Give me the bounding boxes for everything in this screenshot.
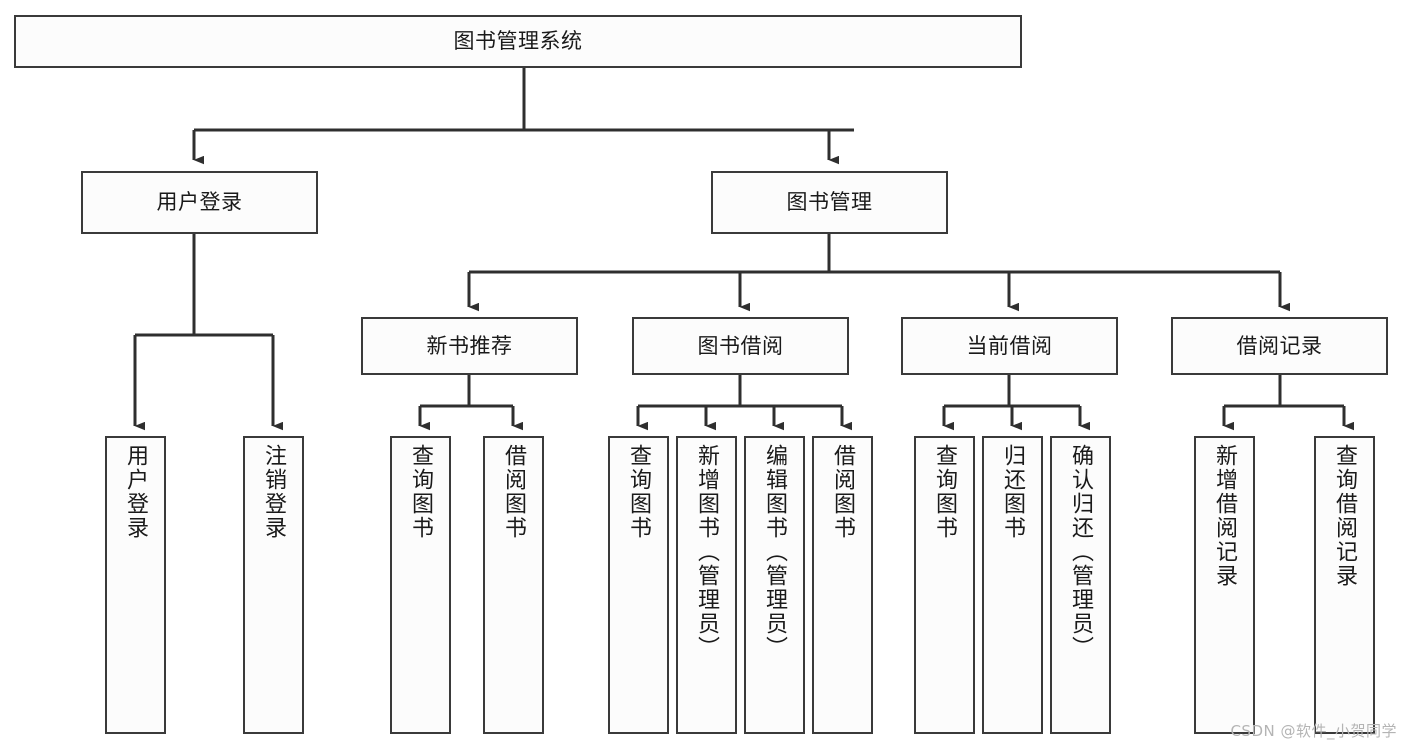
node-label: 借阅图书: [501, 444, 527, 540]
node-label: 用户登录: [156, 190, 243, 215]
node-book-borrow[interactable]: 图书借阅: [632, 317, 849, 375]
node-label: 借阅记录: [1236, 333, 1323, 358]
leaf-borrow-add-book-admin[interactable]: 新增图书（管理员）: [676, 436, 737, 734]
node-label: 新增图书（管理员）: [694, 444, 720, 660]
leaf-recommend-query-book[interactable]: 查询图书: [390, 436, 451, 734]
leaf-current-query-book[interactable]: 查询图书: [914, 436, 975, 734]
node-label: 归还图书: [1000, 444, 1026, 540]
node-label: 用户登录: [123, 444, 149, 540]
node-label: 新书推荐: [426, 333, 513, 358]
node-book-management[interactable]: 图书管理: [711, 171, 948, 234]
node-current-borrow[interactable]: 当前借阅: [901, 317, 1118, 375]
node-label: 查询图书: [932, 444, 958, 540]
leaf-current-confirm-return-admin[interactable]: 确认归还（管理员）: [1050, 436, 1111, 734]
leaf-borrow-borrow-book[interactable]: 借阅图书: [812, 436, 873, 734]
node-user-login[interactable]: 用户登录: [81, 171, 318, 234]
node-label: 当前借阅: [966, 333, 1053, 358]
node-label: 查询图书: [408, 444, 434, 540]
node-label: 图书管理系统: [453, 29, 583, 54]
node-label: 查询借阅记录: [1332, 444, 1358, 588]
node-new-book-recommend[interactable]: 新书推荐: [361, 317, 578, 375]
leaf-recommend-borrow-book[interactable]: 借阅图书: [483, 436, 544, 734]
node-root-system[interactable]: 图书管理系统: [14, 15, 1022, 68]
node-label: 图书借阅: [697, 333, 784, 358]
node-label: 确认归还（管理员）: [1068, 444, 1094, 660]
leaf-current-return-book[interactable]: 归还图书: [982, 436, 1043, 734]
node-label: 注销登录: [261, 444, 287, 540]
node-label: 借阅图书: [830, 444, 856, 540]
leaf-record-query-record[interactable]: 查询借阅记录: [1314, 436, 1375, 734]
leaf-borrow-edit-book-admin[interactable]: 编辑图书（管理员）: [744, 436, 805, 734]
node-label: 查询图书: [626, 444, 652, 540]
csdn-watermark: CSDN @软件_小贺同学: [1230, 722, 1397, 740]
leaf-borrow-query-book[interactable]: 查询图书: [608, 436, 669, 734]
leaf-record-add-record[interactable]: 新增借阅记录: [1194, 436, 1255, 734]
leaf-user-login-do[interactable]: 用户登录: [105, 436, 166, 734]
node-label: 图书管理: [786, 190, 873, 215]
node-label: 新增借阅记录: [1212, 444, 1238, 588]
leaf-user-logout[interactable]: 注销登录: [243, 436, 304, 734]
node-borrow-record[interactable]: 借阅记录: [1171, 317, 1388, 375]
node-label: 编辑图书（管理员）: [762, 444, 788, 660]
